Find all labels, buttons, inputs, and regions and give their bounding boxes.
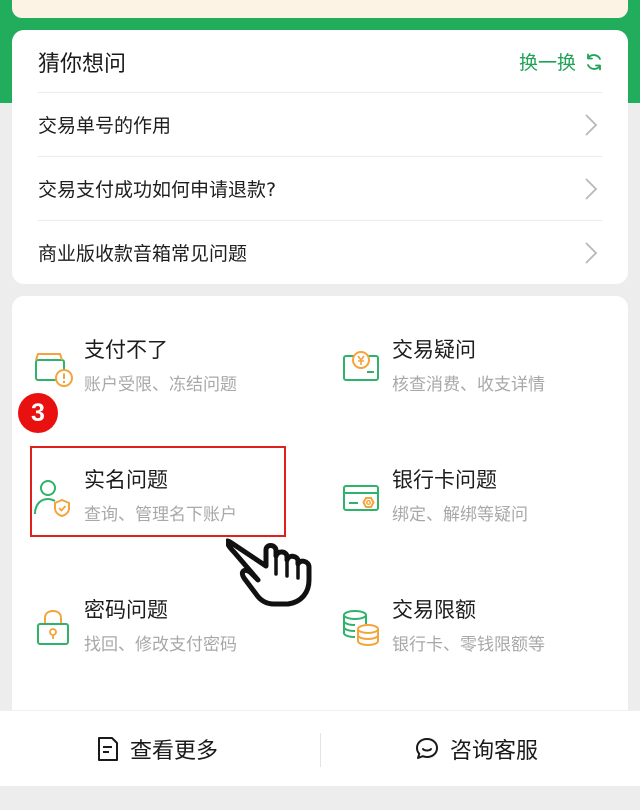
category-payment-failed[interactable]: 支付不了 账户受限、冻结问题 — [12, 332, 292, 412]
category-subtitle: 银行卡、零钱限额等 — [392, 635, 545, 655]
faq-card: 猜你想问 换一换 交易单号的作用 交易支付成功如何申请退款? 商业版收款音箱常见… — [12, 30, 628, 284]
category-subtitle: 找回、修改支付密码 — [84, 635, 237, 655]
view-more-button[interactable]: 查看更多 — [96, 711, 218, 787]
customer-service-label: 咨询客服 — [450, 739, 539, 764]
top-notice-banner — [12, 0, 628, 18]
pointing-hand-icon — [226, 538, 312, 607]
category-bank-card[interactable]: 银行卡问题 绑定、解绑等疑问 — [320, 462, 600, 542]
faq-item[interactable]: 交易支付成功如何申请退款? — [38, 156, 602, 220]
lock-icon — [37, 609, 69, 645]
faq-title: 猜你想问 — [38, 52, 127, 77]
category-card: 支付不了 账户受限、冻结问题 交易疑问 核查消费、收支详情 实名问题 查询、管理… — [12, 296, 628, 716]
customer-service-button[interactable]: 咨询客服 — [414, 711, 538, 787]
refresh-button[interactable]: 换一换 — [519, 48, 604, 75]
category-limit[interactable]: 交易限额 银行卡、零钱限额等 — [320, 592, 600, 672]
bottom-safe-area — [0, 786, 640, 810]
highlight-box — [30, 446, 286, 537]
view-more-label: 查看更多 — [130, 739, 219, 764]
chevron-right-icon — [585, 242, 598, 264]
category-real-name[interactable]: 实名问题 查询、管理名下账户 — [12, 462, 292, 542]
faq-item[interactable]: 商业版收款音箱常见问题 — [38, 220, 602, 284]
chat-bubble-icon — [416, 738, 438, 759]
faq-item[interactable]: 交易单号的作用 — [38, 92, 602, 156]
category-title: 交易限额 — [392, 598, 476, 622]
user-shield-icon — [34, 480, 70, 518]
chevron-right-icon — [585, 178, 598, 200]
faq-question: 交易单号的作用 — [38, 115, 172, 137]
chevron-right-icon — [585, 114, 598, 136]
category-title: 交易疑问 — [392, 338, 476, 362]
category-title: 密码问题 — [84, 598, 168, 622]
category-password[interactable]: 密码问题 找回、修改支付密码 — [12, 592, 292, 672]
refresh-label: 换一换 — [518, 52, 576, 74]
category-title: 实名问题 — [84, 468, 168, 492]
wallet-alert-icon — [35, 353, 73, 387]
category-transaction-query[interactable]: 交易疑问 核查消费、收支详情 — [320, 332, 600, 412]
category-title: 支付不了 — [84, 338, 168, 362]
refresh-icon — [587, 53, 601, 70]
category-subtitle: 绑定、解绑等疑问 — [392, 505, 528, 525]
faq-question: 商业版收款音箱常见问题 — [38, 243, 248, 265]
coin-stack-icon — [343, 610, 379, 647]
faq-header: 猜你想问 换一换 — [12, 30, 628, 92]
faq-question: 交易支付成功如何申请退款? — [38, 179, 277, 201]
document-icon — [98, 737, 118, 761]
category-subtitle: 账户受限、冻结问题 — [84, 375, 237, 395]
category-subtitle: 核查消费、收支详情 — [392, 375, 545, 395]
step-badge: 3 — [18, 393, 58, 433]
bottom-divider — [320, 733, 321, 767]
bottom-action-bar: 查看更多 咨询客服 — [0, 710, 640, 787]
receipt-yen-icon — [343, 351, 379, 381]
bank-card-icon — [343, 485, 379, 511]
category-subtitle: 查询、管理名下账户 — [84, 505, 237, 525]
category-title: 银行卡问题 — [392, 468, 497, 492]
